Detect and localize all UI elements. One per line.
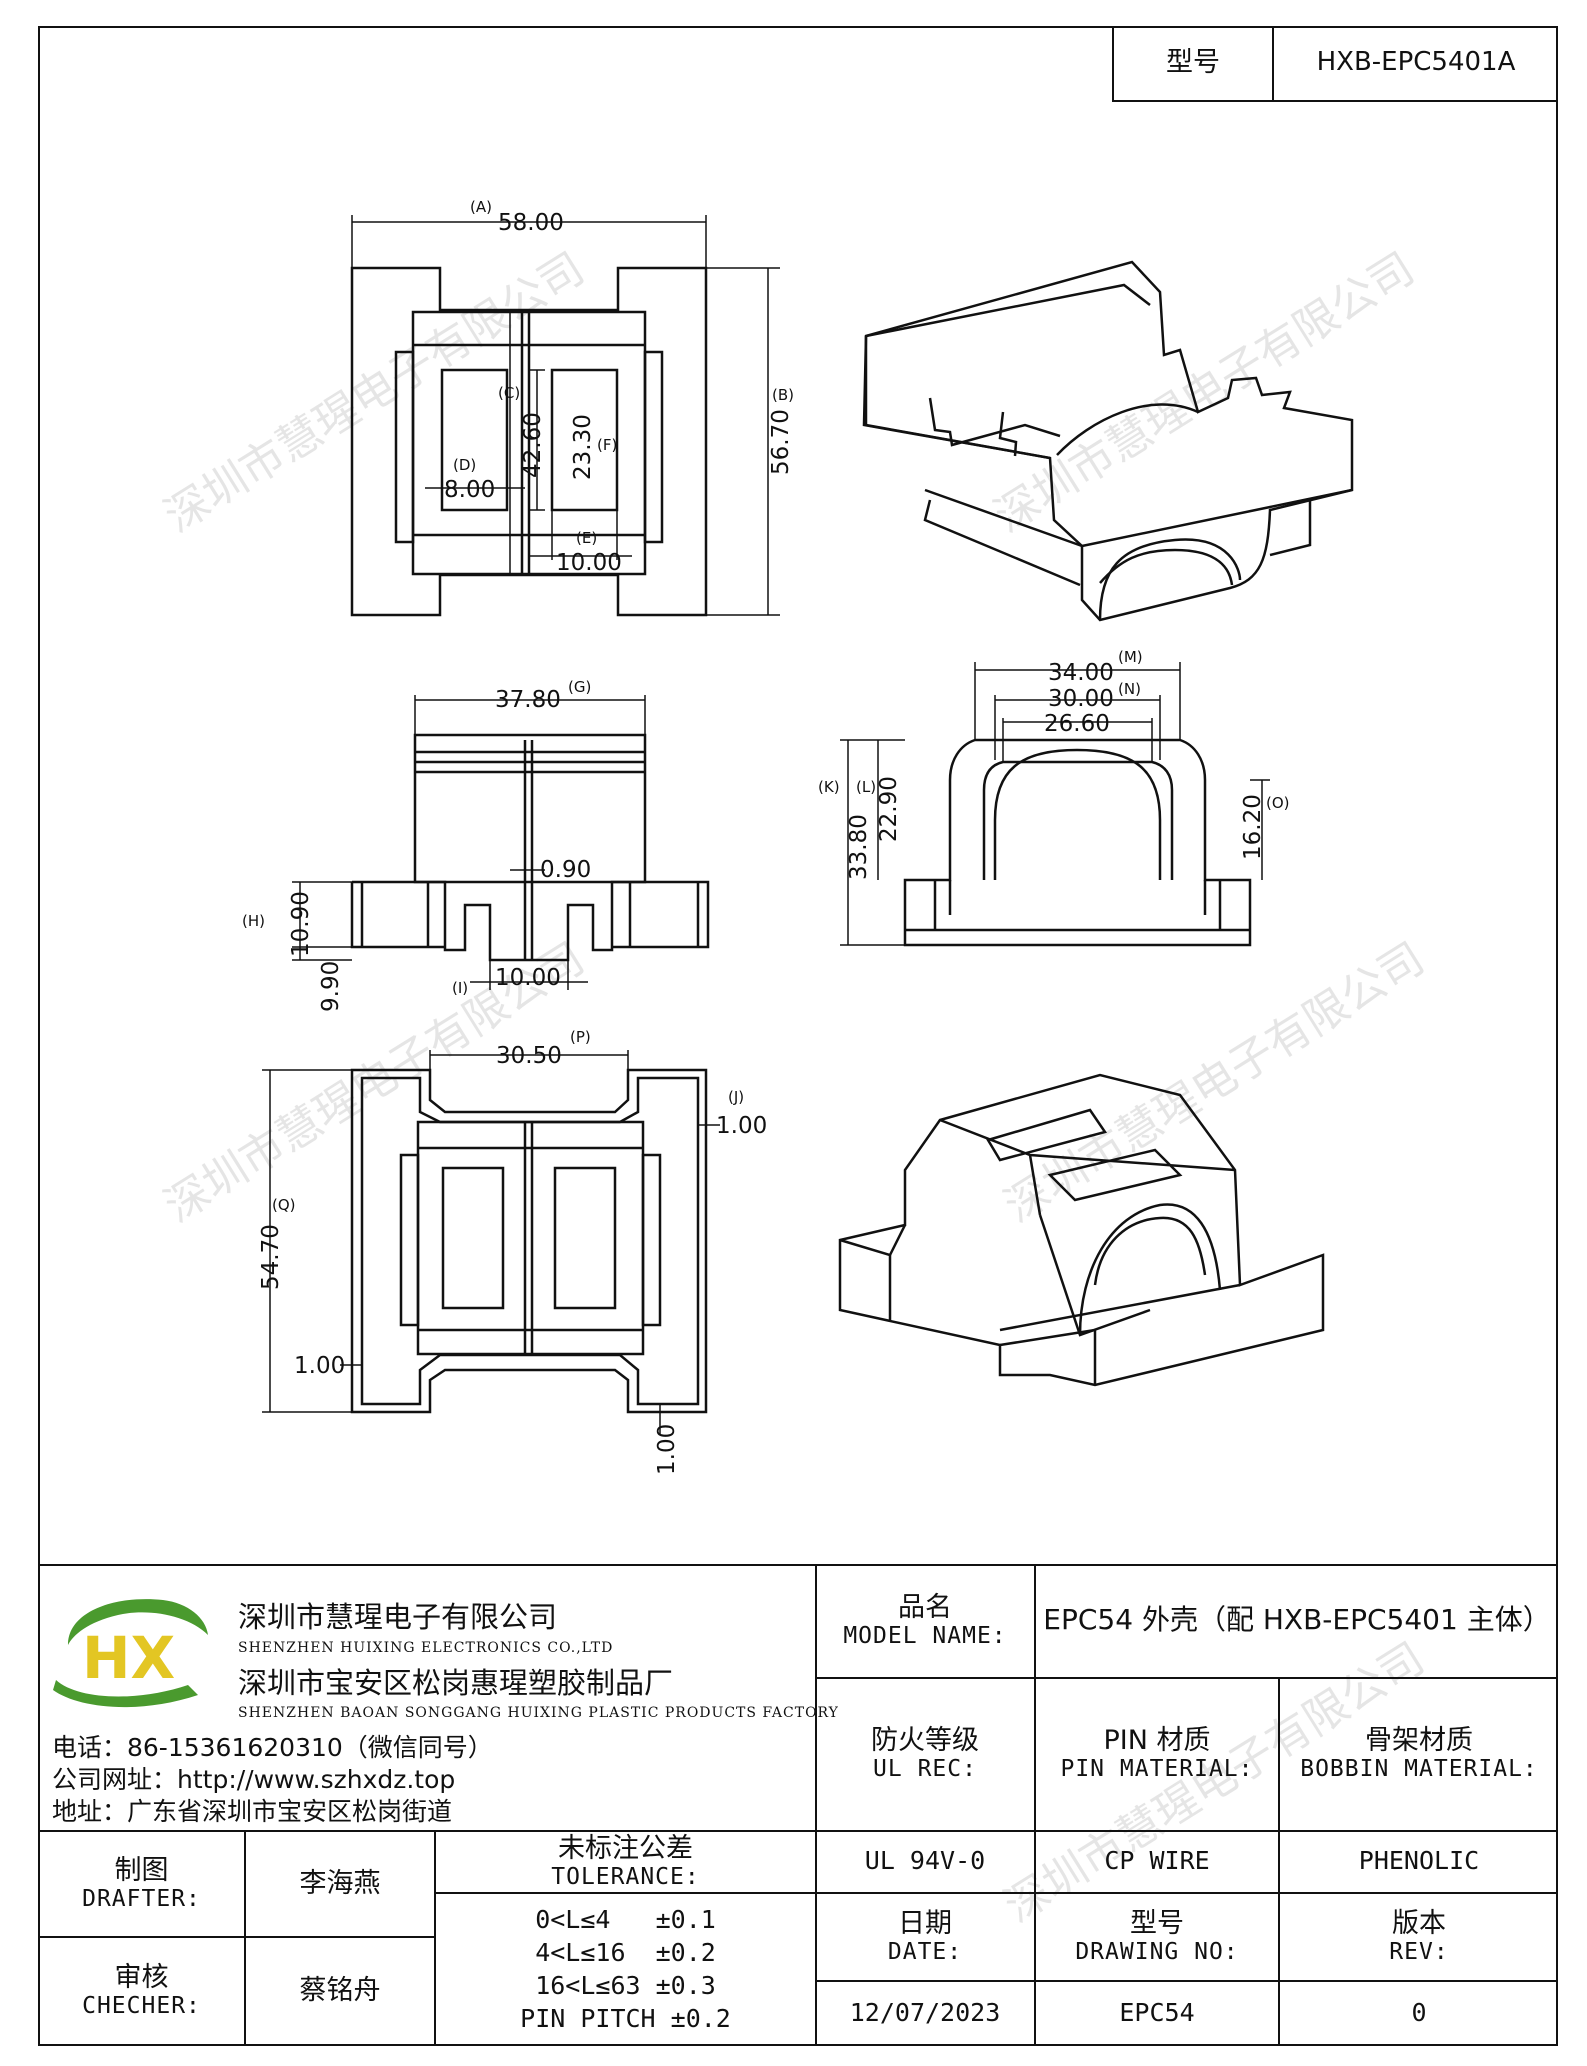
drafter-label: 制图 DRAFTER:	[82, 1854, 201, 1912]
dim-J-value: 1.00	[716, 1113, 767, 1139]
dim-M-letter: (M)	[1118, 648, 1143, 666]
dim-D-value: 8.00	[444, 477, 495, 503]
drafter-name: 李海燕	[299, 1867, 381, 1899]
dim-P-letter: (P)	[570, 1028, 591, 1046]
engineering-drawing: (A) 58.00 (B) 56.70 (C) 42.60 (D) 8.00 (…	[242, 198, 1354, 1475]
dim-B-value: 56.70	[768, 409, 794, 475]
logo-text: HX	[82, 1624, 175, 1692]
model-name-value: EPC54 外壳（配 HXB-EPC5401 主体）	[1043, 1603, 1551, 1637]
drawing-no-value: EPC54	[1119, 1997, 1195, 2027]
dim-I-value: 10.00	[495, 965, 561, 991]
tolerance-line: 0<L≤4 ±0.1	[535, 1905, 716, 1934]
dim-G-letter: (G)	[568, 678, 591, 696]
pin-material-value: CP WIRE	[1104, 1846, 1210, 1876]
dim-N-value: 30.00	[1048, 686, 1114, 712]
dim-C-value: 42.60	[520, 412, 546, 478]
dim-C-letter: (C)	[498, 384, 520, 402]
factory-name-en: SHENZHEN BAOAN SONGGANG HUIXING PLASTIC …	[238, 1705, 839, 1721]
side-view	[840, 662, 1270, 947]
dim-Q2-value: 1.00	[294, 1353, 345, 1379]
dim-P-value: 30.50	[496, 1043, 562, 1069]
revision-label: 版本 REV:	[1389, 1907, 1449, 1965]
model-header-label: 型号	[1166, 47, 1220, 79]
dim-E-value: 10.00	[556, 550, 622, 576]
dim-F-letter: (F)	[597, 436, 617, 454]
tolerance-line: 4<L≤16 ±0.2	[535, 1938, 716, 1967]
bobbin-material-value: PHENOLIC	[1358, 1846, 1480, 1876]
dim-N-letter: (N)	[1118, 680, 1141, 698]
dim-Q-letter: (Q)	[272, 1196, 296, 1214]
dim-gap-value: 0.90	[540, 857, 591, 883]
bobbin-material-label: 骨架材质 BOBBIN MATERIAL:	[1300, 1725, 1538, 1783]
fire-rating-label: 防火等级 UL REC:	[871, 1725, 979, 1783]
dim-N2-value: 26.60	[1044, 711, 1110, 737]
dim-D-letter: (D)	[453, 456, 476, 474]
iso-view-top	[862, 260, 1354, 622]
top-view	[350, 215, 780, 617]
dim-B-letter: (B)	[772, 386, 794, 404]
dim-M-value: 34.00	[1048, 660, 1114, 686]
dim-H2-value: 9.90	[318, 961, 344, 1012]
tolerance-line: 16<L≤63 ±0.3	[535, 1971, 716, 2000]
company-address: 地址：广东省深圳市宝安区松岗街道	[52, 1797, 453, 1826]
checker-label: 审核 CHECHER:	[82, 1962, 201, 2020]
dim-Q-value: 54.70	[258, 1224, 284, 1290]
fire-rating-value: UL 94V-0	[864, 1846, 986, 1876]
dim-O-letter: (O)	[1266, 794, 1290, 812]
checker-name: 蔡铭舟	[299, 1975, 381, 2007]
model-header: 型号 HXB-EPC5401A	[1112, 26, 1558, 102]
dim-A-value: 58.00	[498, 210, 564, 236]
company-name-cn: 深圳市慧瑆电子有限公司	[238, 1600, 558, 1634]
company-phone: 电话：86-15361620310（微信同号）	[52, 1733, 493, 1762]
dim-I-letter: (I)	[452, 979, 468, 997]
dim-K-letter: (K)	[818, 778, 840, 796]
dim-K-value: 33.80	[846, 814, 872, 880]
dim-H-value: 10.90	[288, 891, 314, 957]
dim-J-letter: (J)	[728, 1088, 744, 1106]
dim-G-value: 37.80	[495, 687, 561, 713]
date-value: 12/07/2023	[849, 1997, 1001, 2027]
dim-E-letter: (E)	[576, 529, 597, 547]
date-label: 日期 DATE:	[887, 1907, 963, 1965]
dim-A-letter: (A)	[470, 198, 492, 216]
dim-H-letter: (H)	[242, 912, 265, 930]
company-name-en: SHENZHEN HUIXING ELECTRONICS CO.,LTD	[238, 1640, 614, 1656]
drawing-frame	[38, 26, 1558, 2046]
iso-view-bottom	[838, 1073, 1325, 1387]
revision-value: 0	[1411, 1997, 1427, 2027]
dim-L-letter: (L)	[856, 778, 876, 796]
model-header-value: HXB-EPC5401A	[1316, 47, 1516, 78]
dim-O-value: 16.20	[1240, 794, 1266, 860]
company-logo: HX	[53, 1599, 208, 1708]
model-name-label: 品名 MODEL NAME:	[843, 1591, 1007, 1649]
company-website[interactable]: 公司网址：http://www.szhxdz.top	[52, 1765, 456, 1794]
tolerance-table: 0<L≤4 ±0.1 4<L≤16 ±0.2 16<L≤63 ±0.3 PIN …	[436, 1893, 815, 2045]
tolerance-label: 未标注公差 TOLERANCE:	[551, 1832, 700, 1890]
dim-L-value: 22.90	[876, 776, 902, 842]
tolerance-line: PIN PITCH ±0.2	[520, 2004, 731, 2033]
drawing-no-label: 型号 DRAWING NO:	[1075, 1907, 1239, 1965]
dim-Q3-value: 1.00	[654, 1424, 680, 1475]
bottom-view	[262, 1050, 720, 1435]
pin-material-label: PIN 材质 PIN MATERIAL:	[1060, 1725, 1254, 1783]
front-view	[292, 695, 710, 990]
dim-F-value: 23.30	[570, 414, 596, 480]
factory-name-cn: 深圳市宝安区松岗惠瑆塑胶制品厂	[238, 1666, 674, 1700]
